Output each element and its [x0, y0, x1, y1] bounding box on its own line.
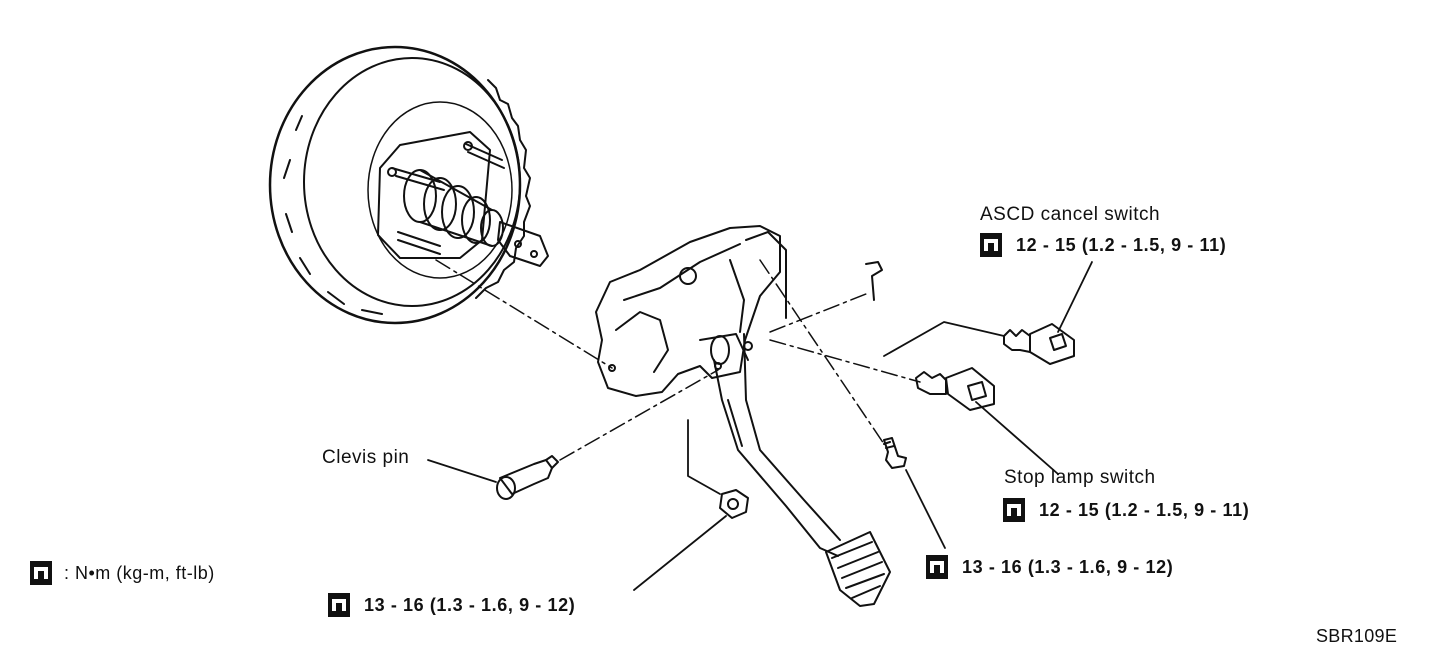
pedal-pad [825, 531, 891, 607]
pedal-bolt [883, 437, 907, 469]
pedal-nut [719, 489, 749, 519]
torque-wrench-icon [30, 561, 52, 585]
bolt-torque-spec: 13 - 16 (1.3 - 1.6, 9 - 12) [926, 555, 1173, 579]
nut-torque-spec: 13 - 16 (1.3 - 1.6, 9 - 12) [328, 593, 575, 617]
mounting-clip [865, 261, 883, 301]
stop-lamp-torque-value: 12 - 15 (1.2 - 1.5, 9 - 11) [1039, 500, 1250, 520]
torque-legend: : N•m (kg-m, ft-lb) [30, 561, 215, 585]
brake-booster [268, 45, 549, 325]
ascd-torque-value: 12 - 15 (1.2 - 1.5, 9 - 11) [1016, 235, 1227, 255]
clevis-pin-label: Clevis pin [322, 447, 410, 468]
bolt-torque-value: 13 - 16 (1.3 - 1.6, 9 - 12) [962, 557, 1174, 577]
torque-wrench-icon [926, 555, 948, 579]
booster-boot [403, 169, 504, 247]
figure-code: SBR109E [1316, 626, 1398, 646]
torque-wrench-icon [328, 593, 350, 617]
ascd-torque-spec: 12 - 15 (1.2 - 1.5, 9 - 11) [980, 233, 1226, 257]
torque-legend-text: : N•m (kg-m, ft-lb) [64, 562, 215, 583]
assembly-center-lines [435, 259, 921, 461]
clevis-pin-part [496, 455, 559, 500]
pedal-bracket [595, 225, 787, 397]
torque-wrench-icon [980, 233, 1002, 257]
nut-torque-value: 13 - 16 (1.3 - 1.6, 9 - 12) [364, 595, 576, 615]
stop-lamp-switch-label: Stop lamp switch [1004, 467, 1156, 488]
brake-pedal-arm [713, 333, 841, 557]
stop-lamp-switch-part [915, 367, 995, 411]
torque-wrench-icon [1003, 498, 1025, 522]
ascd-cancel-switch-label: ASCD cancel switch [980, 204, 1161, 225]
ascd-cancel-switch-part [1003, 323, 1075, 365]
stop-lamp-torque-spec: 12 - 15 (1.2 - 1.5, 9 - 11) [1003, 498, 1249, 522]
leader-lines [427, 261, 1093, 591]
